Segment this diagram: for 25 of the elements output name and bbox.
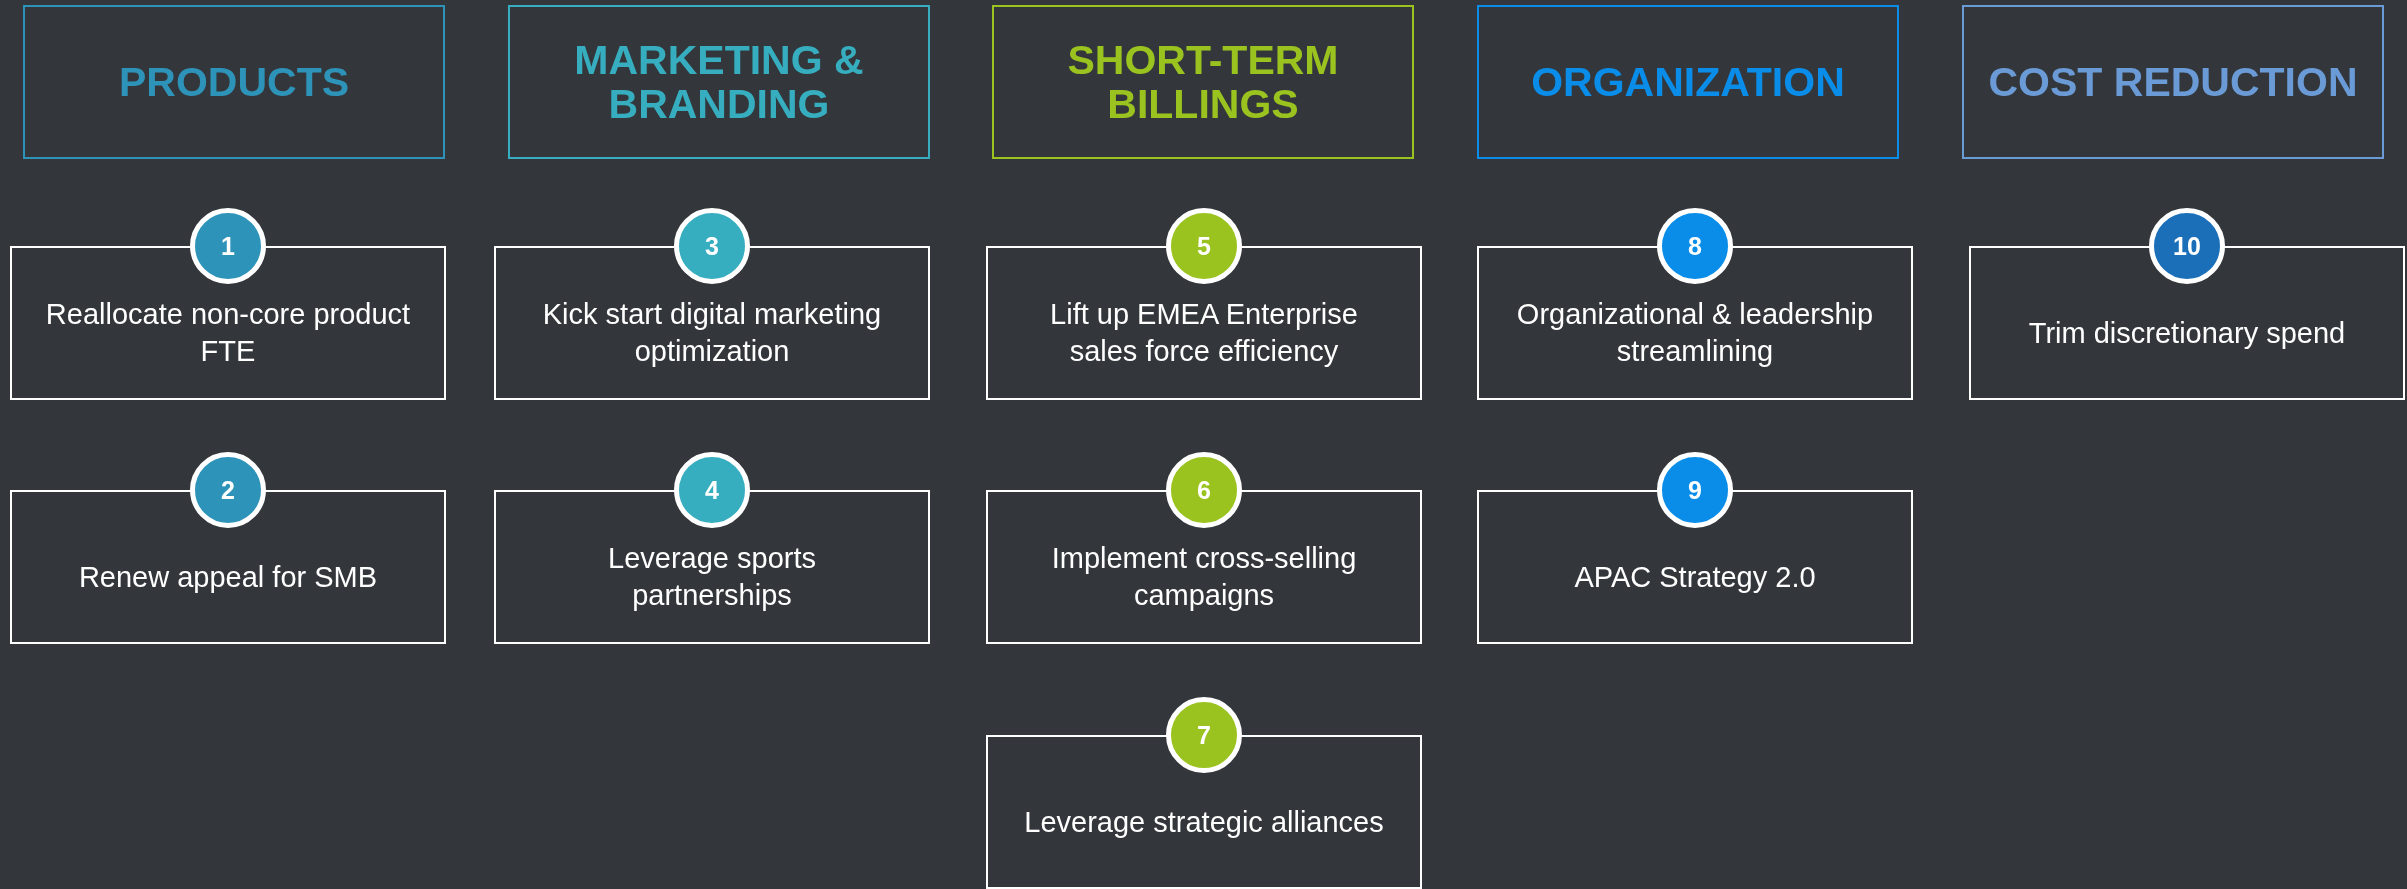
initiative-text: Organizational & leadership streamlining [1515,297,1875,369]
initiative-text: Implement cross-selling campaigns [1050,541,1358,613]
number-badge: 5 [1166,208,1242,284]
number-badge: 9 [1657,452,1733,528]
initiative-text: Reallocate non-core product FTE [44,297,412,369]
initiative-text: APAC Strategy 2.0 [1574,559,1816,595]
initiative-text: Kick start digital marketing optimization [541,297,883,369]
number-badge: 3 [674,208,750,284]
initiative-text: Lift up EMEA Enterprise sales force efficiency [1049,297,1359,369]
initiative-text: Leverage sports partnerships [607,541,817,613]
number-badge: 10 [2149,208,2225,284]
initiative-text: Leverage strategic alliances [1024,804,1384,840]
category-header: ORGANIZATION [1477,5,1899,159]
initiative-text: Renew appeal for SMB [78,559,378,595]
category-header: MARKETING & BRANDING [508,5,930,159]
number-badge: 6 [1166,452,1242,528]
category-header: SHORT-TERM BILLINGS [992,5,1414,159]
initiative-text: Trim discretionary spend [2028,315,2346,351]
number-badge: 8 [1657,208,1733,284]
number-badge: 4 [674,452,750,528]
category-header: COST REDUCTION [1962,5,2384,159]
number-badge: 2 [190,452,266,528]
category-header: PRODUCTS [23,5,445,159]
number-badge: 7 [1166,697,1242,773]
number-badge: 1 [190,208,266,284]
